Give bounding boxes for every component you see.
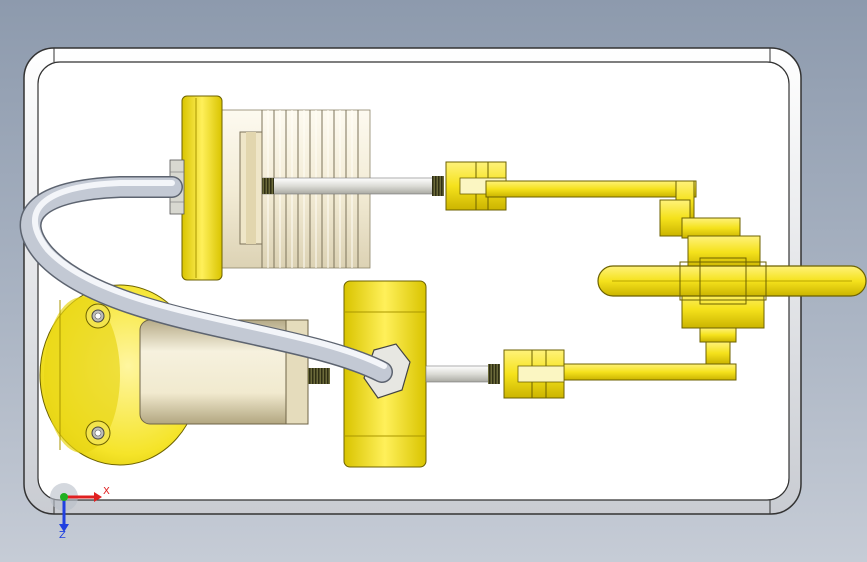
triad-z-label: Z	[59, 530, 66, 541]
lower-clevis	[503, 349, 565, 399]
transfer-tube[interactable]	[19, 176, 393, 383]
flywheel[interactable]	[597, 257, 867, 305]
mount-bolt-top	[85, 303, 111, 329]
coordinate-triad	[50, 483, 102, 532]
mount-bolt-bottom	[85, 420, 111, 446]
crank-linkage[interactable]	[445, 161, 765, 399]
triad-x-label: X	[103, 486, 110, 497]
